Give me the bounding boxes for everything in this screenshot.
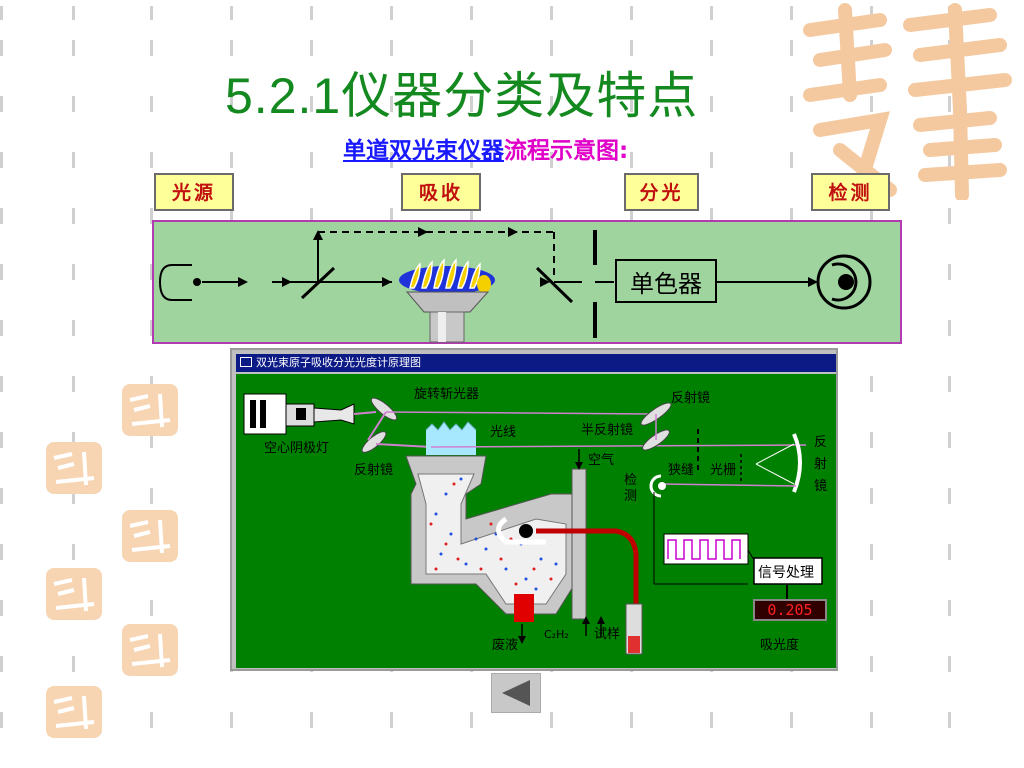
seal-stamp-icon [803, 3, 1012, 200]
label-hollow-lamp: 空心阴极灯 [264, 441, 329, 456]
label-waste: 废液 [492, 637, 518, 653]
label-mirror-top: 反射镜 [671, 390, 710, 406]
label-slit: 狭缝 [668, 463, 694, 478]
window-title: 双光束原子吸收分光光度计原理图 [256, 356, 421, 369]
absorbance-readout: 0.205 [767, 601, 812, 619]
window-titlebar[interactable]: 双光束原子吸收分光光度计原理图 [236, 354, 836, 372]
monochromator-label: 单色器 [630, 270, 702, 298]
principle-window: 双光束原子吸收分光光度计原理图 [230, 348, 838, 671]
label-sample: 试样 [594, 627, 620, 642]
stage-label-source: 光源 [154, 173, 234, 211]
stage-label-absorb: 吸收 [401, 173, 481, 211]
label-mirror-right-2: 射 [814, 456, 827, 472]
label-half-mirror: 半反射镜 [581, 422, 633, 438]
label-grating: 光栅 [710, 463, 736, 478]
label-rotating-chopper: 旋转斩光器 [414, 387, 479, 402]
subtitle-link[interactable]: 单道双光束仪器 [343, 138, 504, 164]
page-subtitle: 单道双光束仪器流程示意图: [343, 131, 628, 165]
label-mirror-left: 反射镜 [354, 462, 393, 478]
stage-label-detect: 检测 [811, 173, 890, 211]
subtitle-text: 流程示意图: [504, 138, 629, 164]
seal-stamp-icon [122, 624, 178, 676]
label-air: 空气 [588, 452, 614, 468]
back-button[interactable] [491, 673, 541, 713]
label-mirror-right-3: 镜 [814, 479, 827, 494]
principle-diagram: 旋转斩光器 反射镜 空心阴极灯 光线 半反射镜 反射镜 反 射 镜 空气 检 测… [236, 374, 836, 668]
stage-label-split: 分光 [624, 173, 699, 211]
label-detect-1: 检 [624, 473, 637, 488]
seal-stamp-icon [46, 442, 102, 494]
label-mirror-right-1: 反 [814, 435, 827, 450]
back-arrow-icon [502, 680, 530, 706]
seal-stamp-icon [122, 510, 178, 562]
page-title: 5.2.1仪器分类及特点 [225, 68, 699, 124]
label-absorbance: 吸光度 [760, 637, 799, 653]
label-light: 光线 [490, 425, 516, 440]
label-detect-2: 测 [624, 489, 637, 504]
flow-diagram: 单色器 [152, 220, 902, 344]
label-c2h2: C₂H₂ [544, 628, 569, 641]
seal-stamp-icon [46, 686, 102, 738]
seal-stamp-icon [46, 568, 102, 620]
seal-stamp-icon [122, 384, 178, 436]
label-signal: 信号处理 [758, 565, 814, 581]
window-icon [240, 357, 252, 367]
